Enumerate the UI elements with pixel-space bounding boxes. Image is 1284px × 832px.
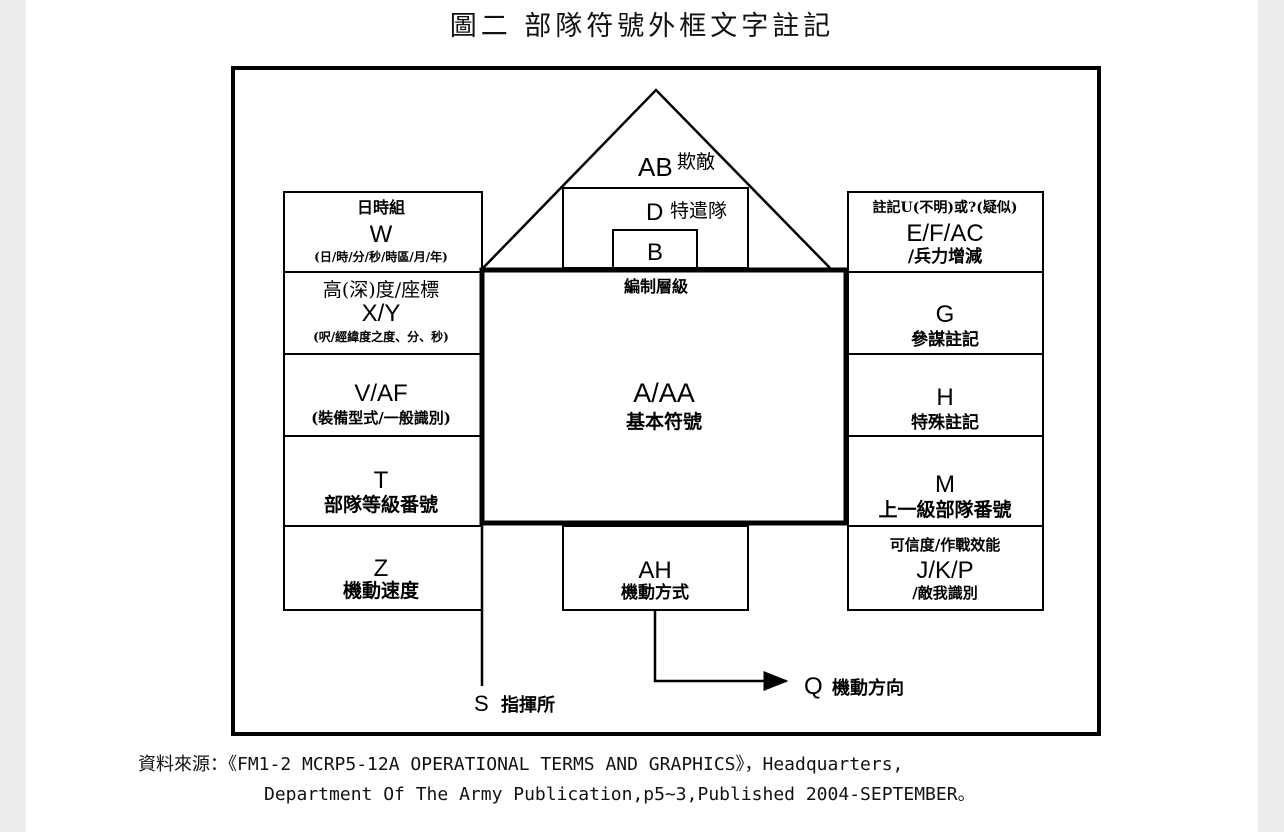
left-box-w-code: W [370,221,393,248]
left-box-w-bottom: (日/時/分/秒/時區/月/年) [314,249,448,264]
center-label: 基本符號 [625,410,702,433]
right-box-efac-code: E/F/AC [906,220,983,247]
right-box-efac-top: 註記U(不明)或?(疑似) [873,199,1018,216]
d-label: 特遣隊 [670,200,727,222]
right-box-jkp [847,525,1044,611]
source-citation-line-2: Department Of The Army Publication,p5~3,… [264,784,976,805]
right-box-h-bottom: 特殊註記 [911,412,979,433]
figure-title: 圖二 部隊符號外框文字註記 [449,11,835,42]
direction-code: Q [804,673,823,700]
right-box-m-bottom: 上一級部隊番號 [878,498,1011,521]
right-box-jkp-top: 可信度/作戰效能 [890,536,1000,554]
left-box-z-code: Z [374,555,389,582]
left-box-xy-code: X/Y [362,300,401,327]
left-boxes: 日時組 W (日/時/分/秒/時區/月/年) 高(深)度/座標 X/Y (呎/經… [283,191,483,611]
right-box-jkp-code: J/K/P [916,557,973,584]
ah-label: 機動方式 [621,582,689,603]
outer-frame [231,66,1101,736]
document-page: 圖二 部隊符號外框文字註記 AB 欺敵 D 特遣隊 B 編制層級 A/AA 基本… [26,0,1258,832]
direction-arrow [653,610,789,691]
b-code: B [647,239,663,266]
roof-outline [482,88,831,269]
staff-label: 指揮所 [501,694,555,716]
d-code: D [646,199,663,226]
right-box-g-code: G [936,301,955,328]
left-box-z-bottom: 機動速度 [343,579,420,602]
ab-label: 欺敵 [677,151,715,173]
direction-label: 機動方向 [832,677,904,699]
unit-symbol-diagram: AB 欺敵 D 特遣隊 B 編制層級 A/AA 基本符號 日時組 W (日/時/… [231,66,1101,736]
staff-code: S [474,691,489,716]
ah-code: AH [638,557,671,584]
ab-code: AB [638,152,673,182]
right-box-h-code: H [936,384,953,411]
right-boxes: 註記U(不明)或?(疑似) E/F/AC /兵力增減 G 參謀註記 H 特殊註記… [847,191,1044,611]
echelon-label: 編制層級 [624,277,688,296]
left-box-t-code: T [374,467,389,494]
center-code: A/AA [633,378,695,408]
left-box-vaf-bottom: (裝備型式/一般識別) [311,409,451,427]
right-box-g-bottom: 參謀註記 [911,329,979,350]
left-box-vaf-code: V/AF [354,380,407,407]
left-box-xy-bottom: (呎/經緯度之度、分、秒) [313,329,449,344]
right-box-efac-bottom: /兵力增減 [908,246,982,267]
left-box-w-top: 日時組 [357,198,405,217]
right-box-m-code: M [935,471,955,498]
right-box-jkp-bottom: /敵我識別 [912,584,977,602]
source-citation-line-1: 資料來源：《FM1-2 MCRP5-12A OPERATIONAL TERMS … [138,754,904,775]
left-box-xy-top: 高(深)度/座標 [323,279,439,301]
left-box-t-bottom: 部隊等級番號 [324,493,438,516]
